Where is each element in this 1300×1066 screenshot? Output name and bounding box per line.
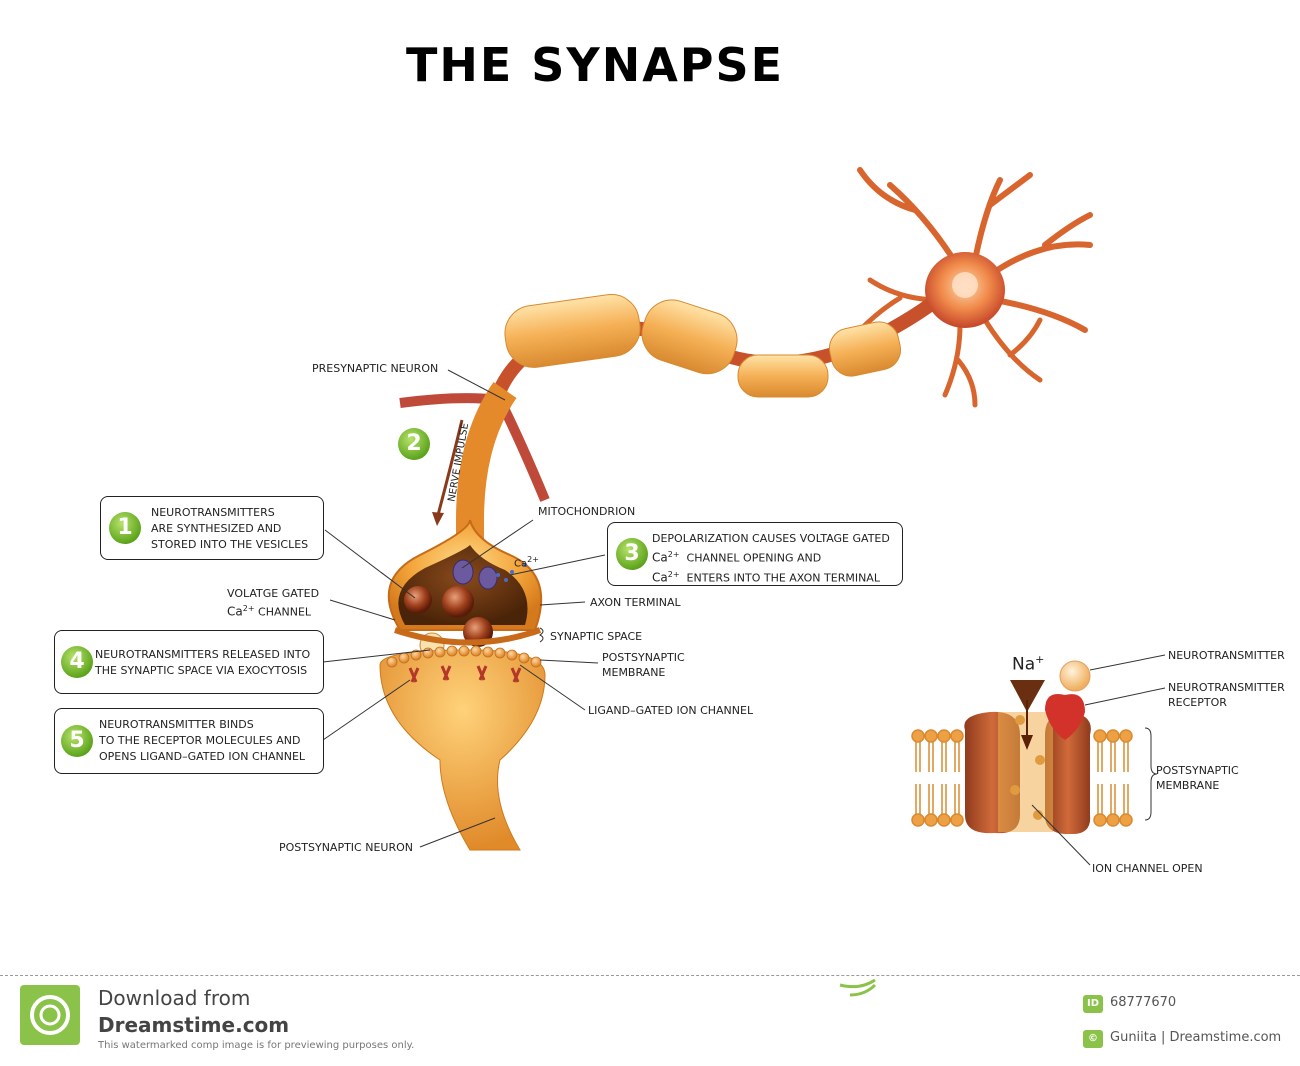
label-ligand-gated: LIGAND–GATED ION CHANNEL	[588, 704, 754, 717]
label-postsynaptic-membrane: POSTSYNAPTIC MEMBRANE	[602, 651, 685, 679]
scissors-icon	[839, 978, 877, 997]
label-presynaptic-neuron: PRESYNAPTIC NEURON	[312, 362, 439, 375]
label-ion-channel-open: ION CHANNEL OPEN	[1092, 862, 1203, 875]
label-neurotransmitter: NEUROTRANSMITTER	[1168, 649, 1285, 662]
label-nt-receptor: NEUROTRANSMITTER RECEPTOR	[1168, 681, 1285, 709]
label-na: Na+	[1012, 653, 1045, 675]
label-ca-small: Ca2+	[514, 555, 539, 570]
dreamstime-logo-icon	[20, 985, 80, 1045]
step-5-badge: 5	[61, 725, 93, 757]
nucleus	[952, 272, 978, 298]
membrane-detail	[911, 654, 1166, 866]
step-4-box: 4 NEUROTRANSMITTERS RELEASED INTO THE SY…	[54, 630, 324, 694]
step-5-box: 5 NEUROTRANSMITTER BINDS TO THE RECEPTOR…	[54, 708, 324, 774]
step-3-box: 3 DEPOLARIZATION CAUSES VOLTAGE GATED Ca…	[607, 522, 903, 586]
footer-divider	[0, 975, 1300, 976]
footer-notice: This watermarked comp image is for previ…	[98, 1040, 415, 1051]
postsynaptic-membrane	[386, 645, 542, 668]
label-postsynaptic-neuron: POSTSYNAPTIC NEURON	[279, 841, 413, 854]
step-1-box: 1 NEUROTRANSMITTERS ARE SYNTHESIZED AND …	[100, 496, 324, 560]
page-title: THE SYNAPSE	[405, 38, 785, 92]
step-2-badge: 2	[398, 428, 430, 460]
copyright-icon: ©	[1083, 1030, 1103, 1048]
id-tag-icon: ID	[1083, 995, 1103, 1013]
label-axon-terminal: AXON TERMINAL	[590, 596, 681, 609]
footer-image-id: 68777670	[1110, 995, 1177, 1010]
label-post-membrane: POSTSYNAPTIC MEMBRANE	[1156, 764, 1239, 792]
label-mitochondrion: MITOCHONDRION	[538, 505, 636, 518]
step-4-badge: 4	[61, 646, 93, 678]
myelin-sheath	[504, 293, 902, 398]
leader-lines	[322, 369, 606, 848]
label-synaptic-space: SYNAPTIC SPACE	[550, 630, 643, 643]
step-1-badge: 1	[109, 512, 141, 544]
footer-site[interactable]: Dreamstime.com	[98, 1013, 290, 1037]
footer-download-from: Download from	[98, 986, 251, 1010]
label-voltage-gated: VOLATGE GATED Ca2+ CHANNEL	[227, 587, 320, 619]
postsynaptic-neuron	[379, 649, 546, 851]
footer-author[interactable]: Guniita | Dreamstime.com	[1110, 1030, 1282, 1045]
step-3-badge: 3	[616, 538, 648, 570]
